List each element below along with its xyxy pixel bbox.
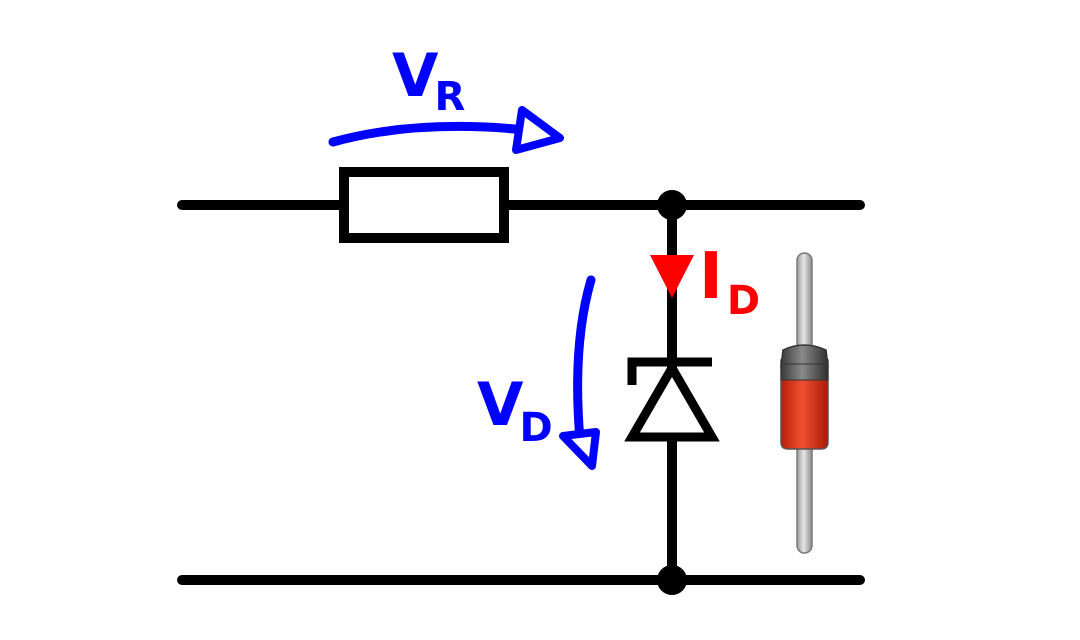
current-arrow [650,255,694,298]
bottom-junction [657,565,687,595]
top-junction [657,190,687,220]
vd-arrow-curve [573,275,596,445]
vr-arrow-head [512,106,564,154]
vd-label: VD [477,370,553,451]
zener-diode-symbol [624,357,720,442]
diode-component-image [780,252,829,554]
vr-arrow-curve [328,121,540,147]
vd-arrow-head [559,428,600,470]
resistor [339,167,509,243]
vr-label: VR [392,41,465,120]
